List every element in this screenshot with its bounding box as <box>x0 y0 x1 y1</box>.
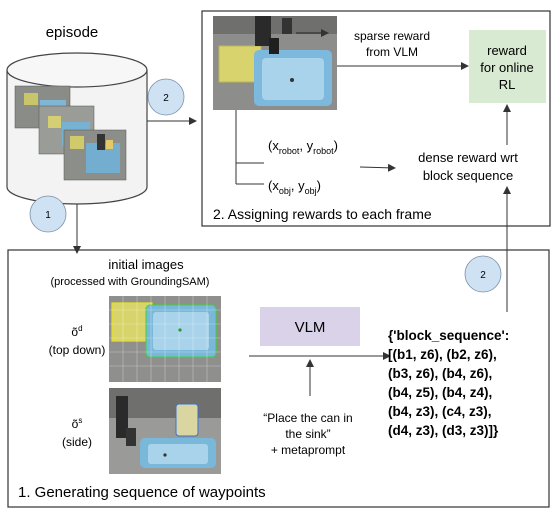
sequence-line: [(b1, z6), (b2, z6), <box>388 347 497 362</box>
side-view-image <box>109 388 221 474</box>
arrow-coords-to-dense <box>359 163 396 172</box>
step-circle-1 <box>29 195 67 233</box>
step-number: 2 <box>480 270 486 281</box>
sequence-line: (b3, z6), (b4, z6), <box>388 366 492 381</box>
sequence-line: (b4, z5), (b4, z4), <box>388 385 492 400</box>
sparse-reward-label-1: sparse reward <box>354 29 430 43</box>
vlm-label: VLM <box>295 319 326 336</box>
prompt-line-1: “Place the can in <box>263 411 352 425</box>
robot-frame-image <box>213 16 337 110</box>
step-circle-2-top <box>147 78 185 116</box>
reward-box-line-1: reward <box>487 43 527 58</box>
sequence-line: (d4, z3), (d3, z3)]} <box>388 423 499 438</box>
robot-coordinate: (xrobot, yrobot) <box>268 138 338 156</box>
side-symbol: õs <box>72 416 83 431</box>
episode-frames <box>14 85 127 181</box>
episode-label: episode <box>46 24 99 41</box>
assign-panel-title: 2. Assigning rewards to each frame <box>213 206 432 222</box>
sequence-line: (b4, z3), (c4, z3), <box>388 404 492 419</box>
reward-online-rl-box <box>469 30 546 103</box>
processed-with-label: (processed with GroundingSAM) <box>51 276 210 288</box>
dense-reward-label-2: block sequence <box>423 168 513 183</box>
waypoints-panel-title: 1. Generating sequence of waypoints <box>18 484 266 501</box>
block-sequence-output: {'block_sequence': [(b1, z6), (b2, z6), … <box>388 328 509 438</box>
sparse-reward-label-2: from VLM <box>366 45 418 59</box>
top-down-symbol: õd <box>71 324 82 339</box>
top-down-image <box>109 296 221 382</box>
prompt-line-2: the sink” <box>285 427 330 441</box>
side-label: (side) <box>62 435 92 449</box>
vlm-box <box>260 307 360 346</box>
step-number: 2 <box>163 93 169 104</box>
step-number: 1 <box>45 210 51 221</box>
initial-images-label: initial images <box>108 257 184 272</box>
top-down-label: (top down) <box>49 343 106 357</box>
coordinate-bracket <box>235 110 264 185</box>
dense-reward-label-1: dense reward wrt <box>418 150 518 165</box>
waypoints-panel <box>7 249 550 508</box>
prompt-line-3: + metaprompt <box>271 443 346 457</box>
reward-box-line-3: RL <box>499 77 516 92</box>
reward-box-line-2: for online <box>480 60 533 75</box>
sequence-line: {'block_sequence': <box>388 328 509 343</box>
step-circle-2-bottom <box>464 255 502 293</box>
object-coordinate: (xobj, yobj) <box>268 178 321 196</box>
assign-rewards-panel <box>201 10 551 227</box>
